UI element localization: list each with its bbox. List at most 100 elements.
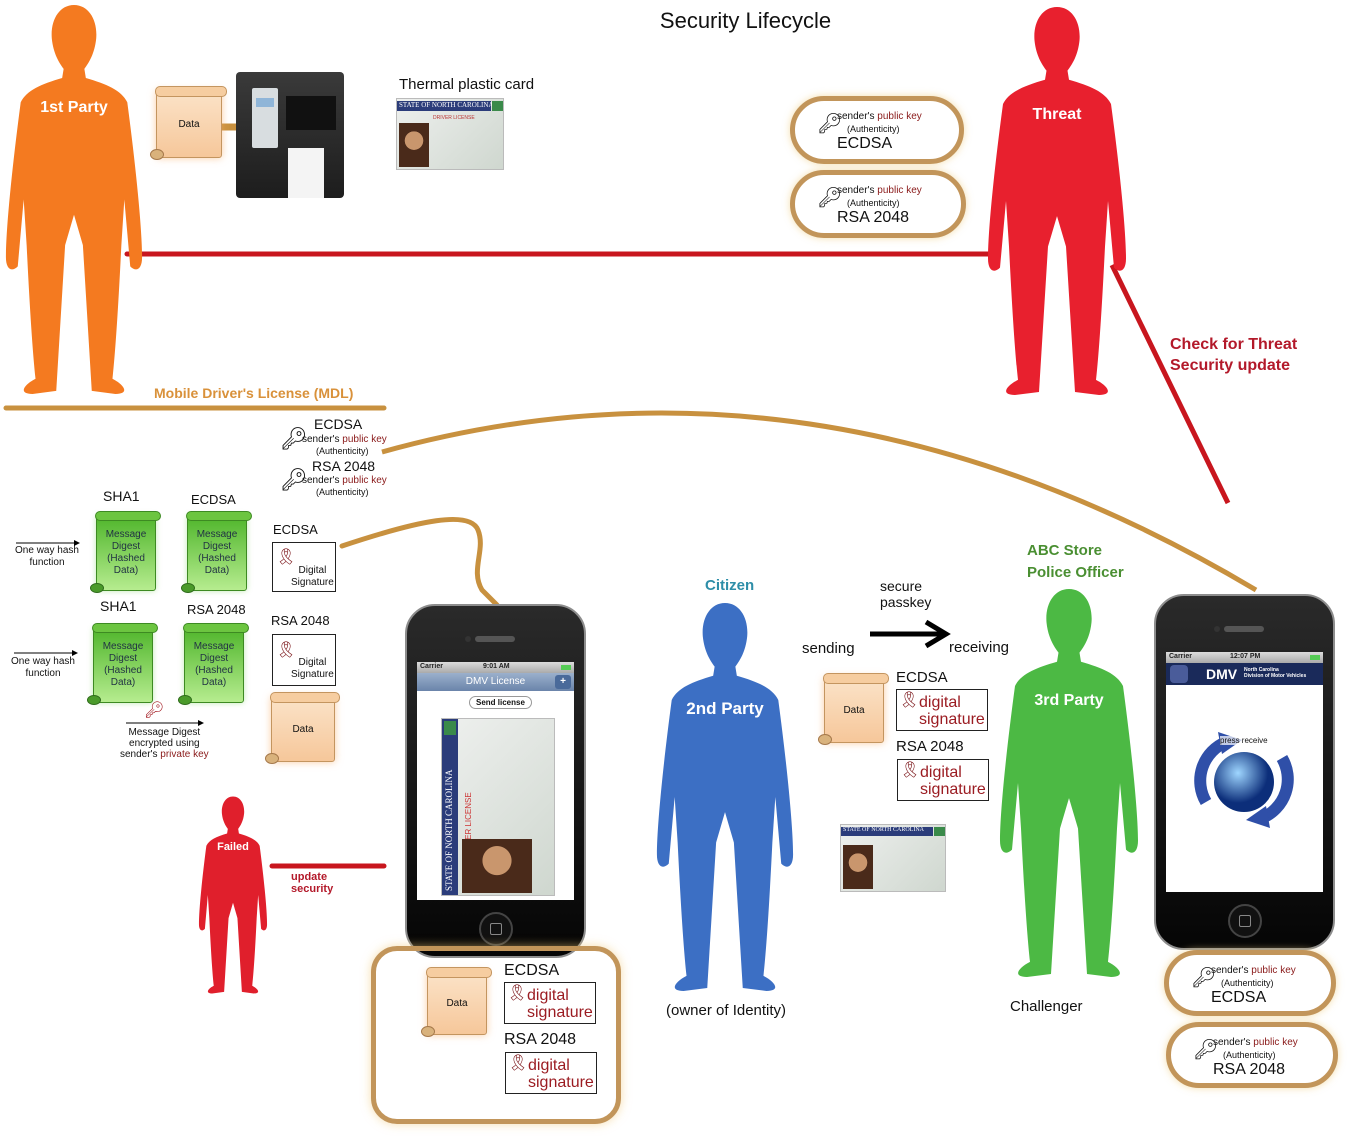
mdl-key-algo: RSA 2048 xyxy=(312,458,376,474)
threat-check-label: Check for Threat Security update xyxy=(1170,334,1297,376)
digest-text: Digest xyxy=(108,653,138,664)
phone-signature-connector xyxy=(339,516,500,608)
home-button[interactable] xyxy=(1228,904,1262,938)
hash-arrow-2-head xyxy=(72,650,78,656)
third-party-figure: 3rd Party xyxy=(994,586,1144,980)
home-button[interactable] xyxy=(479,912,513,946)
dmv-brand: DMV xyxy=(1206,666,1238,682)
dmv-header: DMV North Carolina Division of Motor Veh… xyxy=(1166,663,1323,685)
key-icon: 🔑︎ xyxy=(1191,967,1217,989)
citizen-caption: (owner of Identity) xyxy=(666,1002,787,1019)
digest-text: Data) xyxy=(113,565,139,576)
phone-speaker xyxy=(1224,626,1264,632)
encrypt-arrow-head xyxy=(198,720,204,726)
update-security-line1: update xyxy=(291,871,328,883)
sig-label-line1: digital xyxy=(920,764,962,781)
encrypt-note-key: private key xyxy=(160,749,209,760)
add-button[interactable]: + xyxy=(555,675,571,689)
key-algo-text: RSA 2048 xyxy=(837,209,910,226)
third-party-role-line1: ABC Store xyxy=(1027,542,1103,559)
hash-algo-label: SHA1 xyxy=(103,488,140,504)
encrypt-note-line2: encrypted using xyxy=(129,738,200,749)
bundle-digital-signature-rsa: 🎗︎ digital signature xyxy=(505,1052,597,1094)
receive-button[interactable]: press receive xyxy=(1186,722,1302,838)
dmv-badge-icon xyxy=(492,101,503,111)
key-owner-text: sender's xyxy=(837,111,875,122)
mdl-label: Mobile Driver's License (MDL) xyxy=(154,385,354,401)
first-party-figure: 1st Party xyxy=(0,2,148,397)
sig-label-line2: signature xyxy=(527,1004,593,1021)
key-icon: 🔑︎ xyxy=(817,187,843,209)
phone-screen: Carrier 12:07 PM DMV North Carolina Divi… xyxy=(1166,652,1323,892)
update-security-label: update security xyxy=(291,871,333,895)
signature-algo-label: ECDSA xyxy=(273,522,318,537)
ribbon-icon: 🎗︎ xyxy=(507,985,528,1002)
clock-label: 12:07 PM xyxy=(1230,653,1261,660)
threat-label: Threat xyxy=(1032,106,1082,123)
send-license-button[interactable]: Send license xyxy=(469,696,532,709)
failed-label: Failed xyxy=(217,841,249,853)
sig-label-line1: digital xyxy=(528,1057,570,1074)
third-party-label: 3rd Party xyxy=(1034,692,1104,709)
person-silhouette-icon xyxy=(5,5,143,394)
digest-text: Data) xyxy=(204,565,230,576)
phone-speaker xyxy=(475,636,515,642)
sig-label-line2: signature xyxy=(919,711,985,728)
encrypt-note-line1: Message Digest xyxy=(128,727,201,738)
digest-text: Message xyxy=(102,641,144,652)
threat-check-line xyxy=(1109,263,1231,505)
key-type-text: public key xyxy=(1251,965,1296,976)
citizen-phone: Carrier 9:01 AM DMV License + Send licen… xyxy=(405,604,586,958)
card-state-band xyxy=(442,719,458,895)
mdl-arc-connector xyxy=(381,410,1258,593)
key-icon: 🔑︎ xyxy=(1193,1039,1219,1061)
carrier-label: Carrier xyxy=(1169,653,1192,660)
card-state-band: STATE OF NORTH CAROLINA xyxy=(841,827,933,836)
data-document-icon: Data xyxy=(421,967,492,1037)
receiver-key-rsa: 🔑︎ sender's public key (Authenticity) RS… xyxy=(1166,1022,1338,1088)
key-purpose-text: (Authenticity) xyxy=(847,124,900,134)
phone-screen: Carrier 9:01 AM DMV License + Send licen… xyxy=(417,662,574,900)
digest-text: Data) xyxy=(110,677,136,688)
ribbon-icon: 🎗︎ xyxy=(900,762,921,779)
thermal-plastic-card: STATE OF NORTH CAROLINA DRIVER LICENSE xyxy=(396,98,504,170)
press-receive-label: press receive xyxy=(1220,736,1268,745)
key-purpose-text: (Authenticity) xyxy=(847,198,900,208)
hash-arrow-1-head xyxy=(74,540,80,546)
printer-control-panel xyxy=(252,88,278,148)
dmv-brand-sub: North Carolina Division of Motor Vehicle… xyxy=(1244,667,1306,679)
card-photo xyxy=(843,845,873,889)
person-silhouette-icon xyxy=(1000,589,1138,977)
sig-label-line1: digital xyxy=(919,694,961,711)
signed-data-bundle xyxy=(371,946,621,1124)
digest-text: Message xyxy=(196,529,238,540)
status-bar: Carrier 12:07 PM xyxy=(1166,652,1323,663)
battery-icon xyxy=(561,665,571,670)
thermal-card-caption: Thermal plastic card xyxy=(399,76,535,93)
card-photo xyxy=(399,123,429,167)
threat-key-rsa: 🔑︎ sender's public key (Authenticity) RS… xyxy=(790,170,966,238)
printer-display xyxy=(256,98,274,107)
ribbon-icon: 🎗︎ xyxy=(508,1055,529,1072)
signature-algo-label: RSA 2048 xyxy=(271,613,330,628)
dmv-sub-line1: North Carolina xyxy=(1244,667,1279,673)
person-silhouette-icon xyxy=(198,796,268,994)
digest-text: (Hashed xyxy=(104,665,142,676)
printer-window xyxy=(286,96,336,130)
threat-check-line1: Check for Threat xyxy=(1170,336,1298,353)
bundle-digital-signature-ecdsa: 🎗︎ digital signature xyxy=(504,982,596,1024)
threat-key-ecdsa: 🔑︎ sender's public key (Authenticity) EC… xyxy=(790,96,964,164)
first-party-label: 1st Party xyxy=(40,99,108,116)
transfer-sig-algo: RSA 2048 xyxy=(896,738,964,755)
digital-signature-ecdsa: 🎗︎ Digital Signature xyxy=(272,542,336,592)
signature-label-line2: Signature xyxy=(291,669,334,680)
transfer-license-card: STATE OF NORTH CAROLINA xyxy=(840,824,946,892)
failed-figure: Failed xyxy=(196,795,270,995)
encrypt-note-owner: sender's xyxy=(120,749,158,760)
data-document-icon: Data xyxy=(150,86,227,160)
receiver-key-ecdsa: 🔑︎ sender's public key (Authenticity) EC… xyxy=(1164,950,1336,1016)
person-silhouette-icon xyxy=(988,7,1126,395)
key-owner-text: sender's xyxy=(837,185,875,196)
thermal-printer-icon xyxy=(236,72,344,198)
